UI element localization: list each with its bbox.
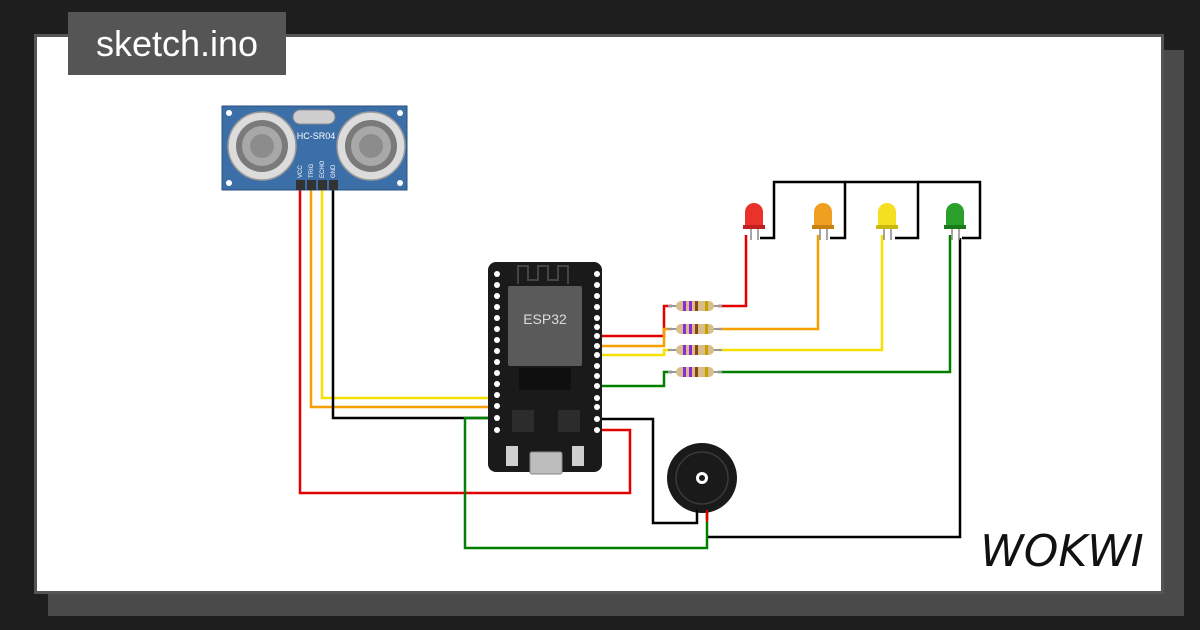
wire-led-gnd-2[interactable] — [845, 180, 920, 240]
pin-label-echo: ECHO — [320, 160, 326, 178]
esp32-module-shield — [508, 286, 582, 366]
wire-led-gnd-1[interactable] — [760, 180, 847, 240]
resistors — [668, 301, 722, 377]
led-green[interactable] — [944, 203, 966, 240]
pin-echo[interactable] — [318, 180, 327, 190]
wire-vcc-red[interactable] — [298, 190, 632, 495]
board-pins-right — [594, 271, 600, 433]
pin-trig[interactable] — [307, 180, 316, 190]
regulator-chip — [512, 410, 534, 432]
file-tab-sketch[interactable]: sketch.ino — [68, 12, 286, 75]
crystal — [292, 109, 336, 125]
led-red[interactable] — [743, 203, 765, 240]
mount-hole — [226, 180, 232, 186]
wire-r2-led-orange[interactable] — [718, 235, 820, 331]
mount-hole — [397, 180, 403, 186]
pin-label-gnd: GND — [331, 164, 337, 178]
usb-chip — [558, 410, 580, 432]
leds — [743, 203, 966, 240]
resistor-3[interactable] — [668, 345, 722, 355]
resistor-1[interactable] — [668, 301, 722, 311]
buzzer[interactable] — [667, 443, 737, 522]
pin-gnd[interactable] — [329, 180, 338, 190]
wire-board-r2-orange[interactable] — [597, 327, 672, 348]
board-pins-left — [494, 271, 500, 433]
boot-button[interactable] — [506, 446, 518, 466]
led-yellow[interactable] — [876, 203, 898, 240]
module-base — [519, 368, 571, 390]
pin-label-trig: TRIG — [309, 163, 315, 178]
wire-led-gnd-main[interactable] — [707, 238, 962, 539]
hc-sr04-sensor[interactable]: HC-SR04 VCC TRIG ECHO GND — [221, 105, 408, 191]
board-label: ESP32 — [523, 311, 567, 327]
led-orange[interactable] — [812, 203, 834, 240]
resistor-2[interactable] — [668, 324, 722, 334]
antenna-trace — [517, 265, 569, 284]
wire-led-gnd-3[interactable] — [918, 180, 982, 240]
wire-r4-led-green[interactable] — [718, 235, 952, 374]
usb-port — [529, 451, 563, 475]
sensor-model-label: HC-SR04 — [297, 131, 336, 141]
wokwi-logo: WOKWI — [980, 526, 1143, 577]
transducer-left — [227, 111, 297, 181]
mount-hole — [397, 110, 403, 116]
pin-label-vcc: VCC — [298, 165, 304, 178]
wires — [298, 180, 982, 550]
transducer-right — [336, 111, 406, 181]
wire-board-r4-green[interactable] — [597, 370, 672, 388]
esp32-board[interactable]: ESP32 — [488, 262, 602, 475]
wire-board-r1-red[interactable] — [597, 304, 672, 338]
wire-buzzer-green[interactable] — [463, 416, 709, 550]
wire-r1-led-red[interactable] — [718, 235, 748, 308]
resistor-4[interactable] — [668, 367, 722, 377]
wire-r3-led-yellow[interactable] — [718, 235, 884, 352]
pin-vcc[interactable] — [296, 180, 305, 190]
mount-hole — [226, 110, 232, 116]
reset-button[interactable] — [572, 446, 584, 466]
wire-board-r3-yellow[interactable] — [597, 348, 672, 357]
